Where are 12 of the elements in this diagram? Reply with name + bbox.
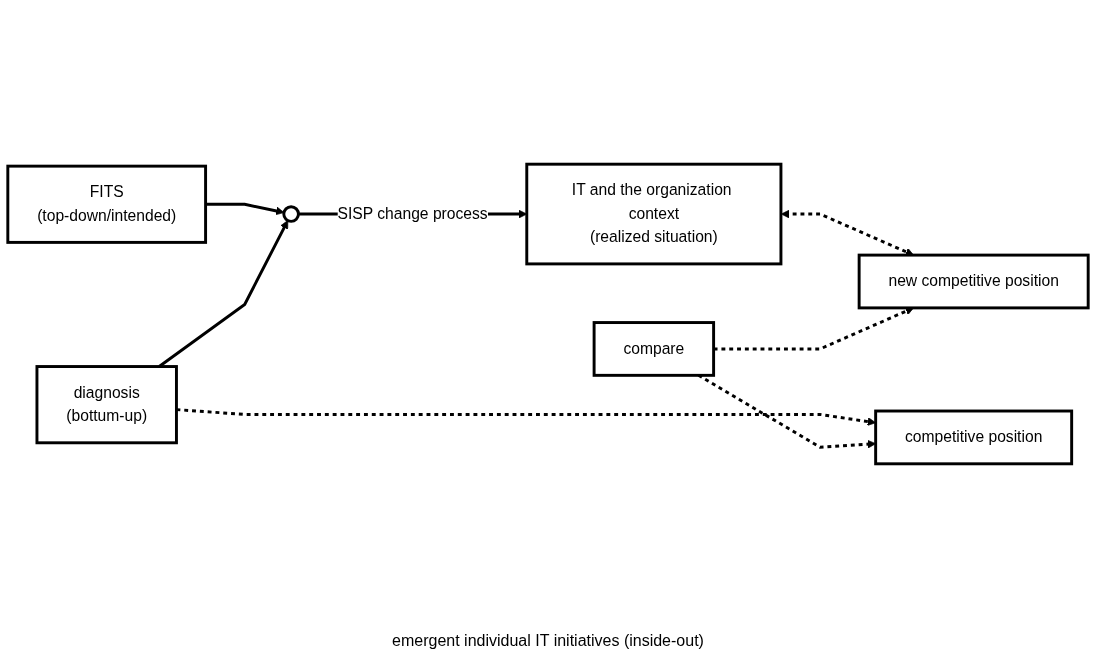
node-box: FITS (top-down/intended) [6, 164, 208, 244]
edge-label: SISP change process [337, 205, 488, 222]
node-box: new competitive position [857, 253, 1090, 310]
node-box: competitive position [874, 409, 1074, 466]
note-text: emergent individual IT initiatives (inside-out) [392, 632, 704, 650]
node-box: diagnosis (bottum-up) [35, 365, 178, 445]
arrow [205, 202, 285, 216]
arrow [713, 307, 914, 351]
node-box: compare [592, 321, 716, 377]
arrow [780, 209, 914, 256]
node-circle [282, 205, 300, 223]
node-box: IT and the organization context (realized situation) [525, 162, 783, 266]
